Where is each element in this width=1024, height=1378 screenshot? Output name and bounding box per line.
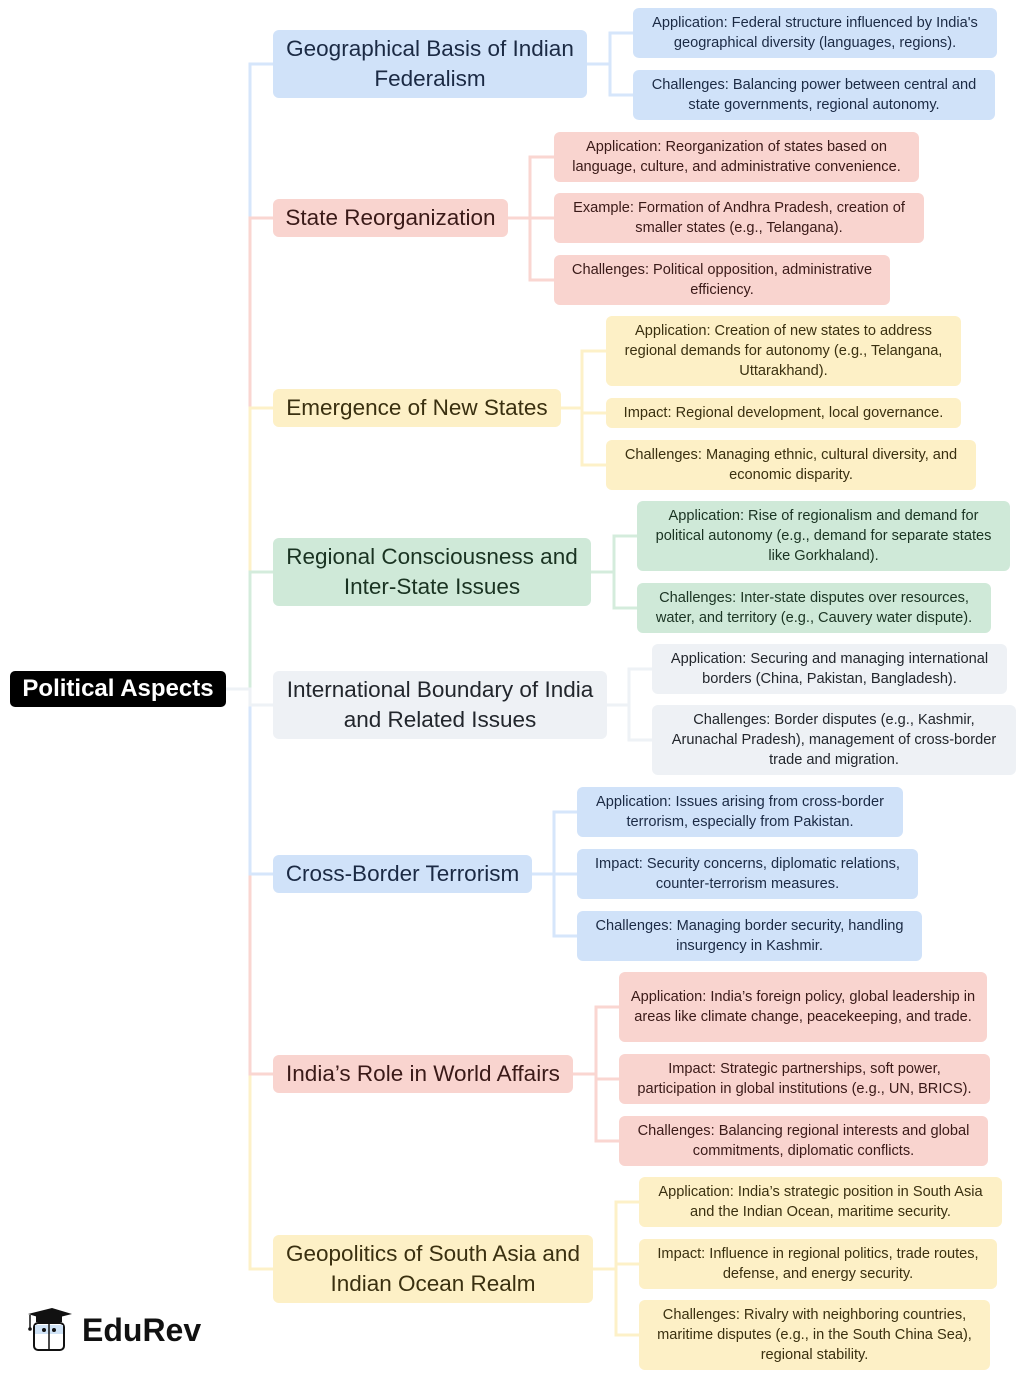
leaf-node: Challenges: Inter-state disputes over re… [637, 583, 991, 633]
leaf-node: Example: Formation of Andhra Pradesh, cr… [554, 193, 924, 243]
leaf-node: Application: Federal structure influence… [633, 8, 997, 58]
branch-node: Regional Consciousness and Inter-State I… [273, 538, 591, 606]
child-connector [627, 705, 652, 742]
leaf-node: Challenges: Rivalry with neighboring cou… [639, 1300, 990, 1370]
leaf-node: Impact: Regional development, local gove… [606, 398, 961, 428]
leaf-node: Challenges: Balancing regional interests… [619, 1116, 988, 1166]
branch-node: Emergence of New States [273, 389, 561, 427]
leaf-node: Impact: Strategic partnerships, soft pow… [619, 1054, 990, 1104]
child-connector [552, 874, 577, 938]
branch-node: India’s Role in World Affairs [273, 1055, 573, 1093]
child-connector [528, 218, 554, 282]
branch-node: Cross-Border Terrorism [273, 855, 532, 893]
leaf-node: Application: India’s strategic position … [639, 1177, 1002, 1227]
branch-node: Geographical Basis of Indian Federalism [273, 30, 587, 98]
child-connector [580, 408, 606, 415]
child-connector [608, 64, 633, 97]
leaf-node: Application: India’s foreign policy, glo… [619, 972, 987, 1042]
child-connector [612, 534, 637, 572]
leaf-node: Application: Issues arising from cross-b… [577, 787, 903, 837]
logo-text: EduRev [82, 1311, 202, 1348]
child-connector [614, 1200, 639, 1269]
child-connector [594, 1005, 619, 1074]
leaf-node: Challenges: Managing ethnic, cultural di… [606, 440, 976, 490]
child-connector [612, 572, 637, 610]
branch-connector [226, 687, 273, 707]
leaf-node: Application: Creation of new states to a… [606, 316, 961, 386]
leaf-node: Challenges: Managing border security, ha… [577, 911, 922, 961]
leaf-node: Application: Securing and managing inter… [652, 644, 1007, 694]
branch-node: International Boundary of India and Rela… [273, 671, 607, 739]
leaf-node: Application: Reorganization of states ba… [554, 132, 919, 182]
child-connector [594, 1074, 619, 1081]
child-connector [528, 155, 554, 218]
branch-connector [226, 570, 273, 691]
branch-node: State Reorganization [273, 199, 508, 237]
leaf-node: Challenges: Political opposition, admini… [554, 255, 890, 305]
child-connector [627, 667, 652, 705]
edurev-logo: EduRev [24, 1306, 201, 1354]
leaf-node: Impact: Influence in regional politics, … [639, 1239, 997, 1289]
child-connector [594, 1074, 619, 1143]
child-connector [552, 810, 577, 874]
leaf-node: Application: Rise of regionalism and dem… [637, 501, 1010, 571]
leaf-node: Impact: Security concerns, diplomatic re… [577, 849, 918, 899]
child-connector [580, 408, 606, 467]
root-node: Political Aspects [10, 671, 226, 707]
child-connector [580, 349, 606, 408]
branch-node: Geopolitics of South Asia and Indian Oce… [273, 1235, 593, 1303]
child-connector [614, 1262, 639, 1269]
child-connector [614, 1269, 639, 1337]
child-connector [608, 31, 633, 64]
leaf-node: Challenges: Border disputes (e.g., Kashm… [652, 705, 1016, 775]
leaf-node: Challenges: Balancing power between cent… [633, 70, 995, 120]
graduate-mascot-icon [28, 1308, 72, 1351]
branch-connector [226, 687, 273, 876]
